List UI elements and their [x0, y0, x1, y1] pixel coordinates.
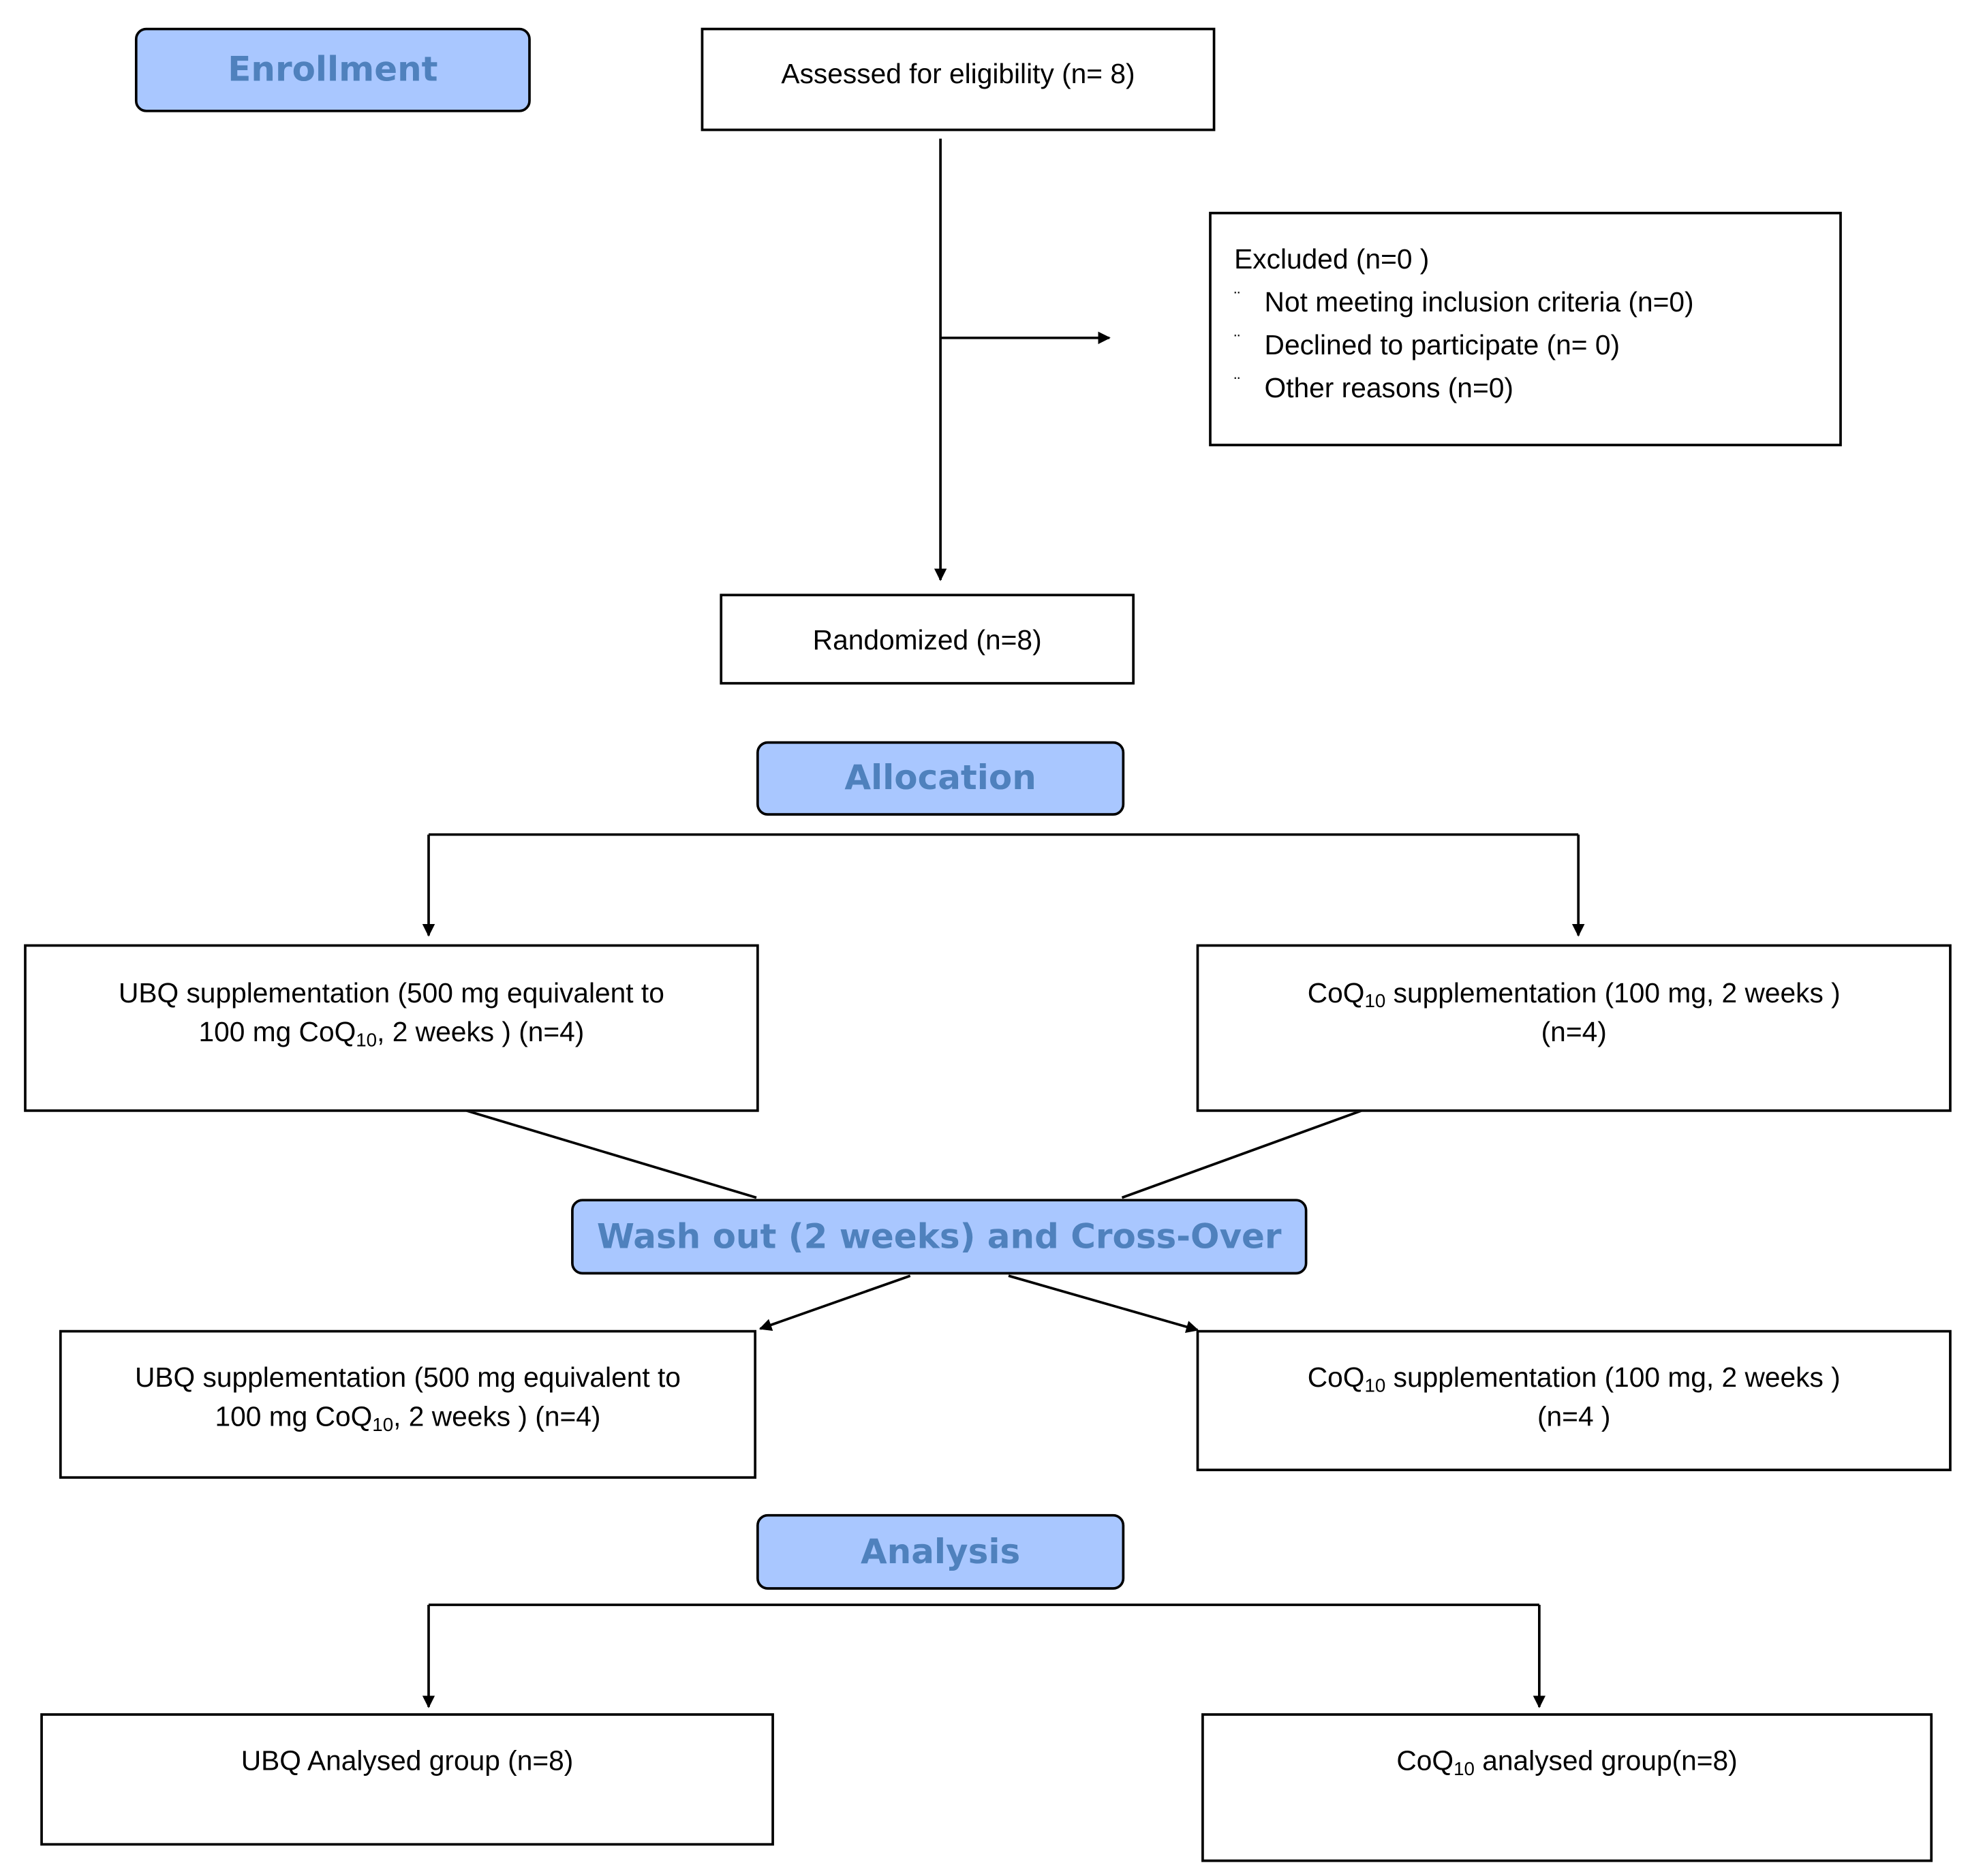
- line-coq1-to-washout: [1121, 1109, 1362, 1199]
- bullet-icon: ¨: [1234, 287, 1240, 308]
- phase-washout: Wash out (2 weeks) and Cross-Over: [571, 1199, 1308, 1275]
- coq-period1-line1: CoQ10 supplementation (100 mg, 2 weeks ): [1307, 977, 1841, 1013]
- assessed-text: Assessed for eligibility (n= 8): [781, 58, 1135, 90]
- ubq-analysed-text: UBQ Analysed group (n=8): [241, 1744, 574, 1777]
- randomized-text: Randomized (n=8): [812, 624, 1042, 656]
- ubq-period2-line2: 100 mg CoQ10, 2 weeks ) (n=4): [215, 1400, 601, 1436]
- coq-period2-line2: (n=4 ): [1537, 1400, 1611, 1432]
- coq-period1-box: CoQ10 supplementation (100 mg, 2 weeks )…: [1196, 944, 1952, 1112]
- phase-enrollment: Enrollment: [134, 27, 531, 112]
- arrow-washout-to-coq2: [1008, 1274, 1199, 1334]
- ubq-period1-line1: UBQ supplementation (500 mg equivalent t…: [118, 977, 664, 1009]
- randomized-box: Randomized (n=8): [720, 594, 1135, 685]
- excluded-item: ¨Not meeting inclusion criteria (n=0): [1234, 279, 1839, 322]
- coq-period2-box: CoQ10 supplementation (100 mg, 2 weeks )…: [1196, 1329, 1952, 1471]
- excluded-item: ¨Other reasons (n=0): [1234, 365, 1839, 408]
- coq-period2-line1: CoQ10 supplementation (100 mg, 2 weeks ): [1307, 1362, 1841, 1397]
- excluded-item: ¨Declined to participate (n= 0): [1234, 322, 1839, 365]
- coq-period1-line2: (n=4): [1541, 1016, 1607, 1048]
- ubq-period1-box: UBQ supplementation (500 mg equivalent t…: [24, 944, 759, 1112]
- coq-analysed-box: CoQ10 analysed group(n=8): [1201, 1713, 1933, 1862]
- line-ubq1-to-washout: [465, 1109, 757, 1199]
- arrow-washout-to-ubq2: [758, 1274, 911, 1332]
- excluded-title: Excluded (n=0 ): [1234, 243, 1430, 275]
- bullet-icon: ¨: [1234, 373, 1240, 394]
- phase-allocation: Allocation: [756, 741, 1125, 816]
- ubq-period2-line1: UBQ supplementation (500 mg equivalent t…: [135, 1362, 681, 1394]
- assessed-box: Assessed for eligibility (n= 8): [701, 27, 1216, 132]
- ubq-period2-box: UBQ supplementation (500 mg equivalent t…: [59, 1329, 756, 1479]
- ubq-analysed-box: UBQ Analysed group (n=8): [40, 1713, 774, 1846]
- phase-analysis: Analysis: [756, 1513, 1125, 1590]
- coq-analysed-text: CoQ10 analysed group(n=8): [1396, 1744, 1738, 1781]
- bullet-icon: ¨: [1234, 330, 1240, 351]
- excluded-box: Excluded (n=0 ) ¨Not meeting inclusion c…: [1209, 211, 1842, 446]
- ubq-period1-line2: 100 mg CoQ10, 2 weeks ) (n=4): [198, 1016, 585, 1051]
